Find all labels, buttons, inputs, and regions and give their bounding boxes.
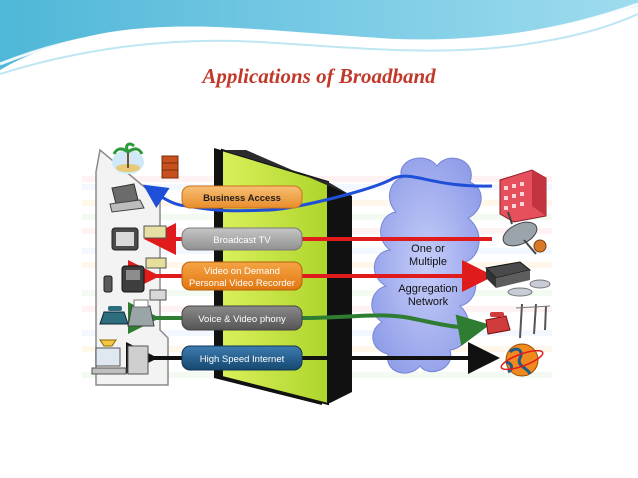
voice-video-arrow [128,302,490,347]
desktop-pc-icon [91,339,149,375]
office-building-icon [499,169,547,223]
laptop-icon [109,183,145,213]
cloud-label-line1: One or [411,243,445,255]
service-broadcast-tv: Broadcast TV [181,227,303,251]
svg-text:Video on Demand: Video on Demand [204,266,280,277]
set-top-box-small-icon [149,289,167,301]
svg-text:Broadcast TV: Broadcast TV [213,235,271,246]
svg-text:Business Access: Business Access [203,193,281,204]
monitor-icon [143,225,167,239]
island-icon [112,142,144,174]
slide-title: Applications of Broadband [202,64,436,88]
service-video-on-demand: Video on Demand Personal Video Recorder [181,261,303,291]
file-cabinet-icon [161,155,179,179]
svg-text:Voice & Video phony: Voice & Video phony [198,314,286,325]
globe-icon [500,343,544,377]
fax-icon [127,299,155,327]
header-wave-decoration [0,0,638,75]
television-icon [111,227,139,251]
service-high-speed-internet: High Speed Internet [181,345,303,371]
video-equipment-icon [121,265,145,293]
cloud-label-line2: Multiple [409,256,447,268]
mobile-phone-icon [103,275,113,293]
video-server-icon [484,261,551,297]
svg-text:Personal Video Recorder: Personal Video Recorder [189,278,295,289]
cloud-label-line4: Network [408,296,449,308]
service-business-access: Business Access [181,185,303,209]
service-voice-video-phony: Voice & Video phony [181,305,303,331]
cloud-label-line3: Aggregation [398,283,457,295]
telephone-pole-icon [485,303,551,339]
satellite-dish-icon [502,211,547,255]
svg-text:High Speed Internet: High Speed Internet [200,354,285,365]
set-top-box-icon [145,257,167,269]
